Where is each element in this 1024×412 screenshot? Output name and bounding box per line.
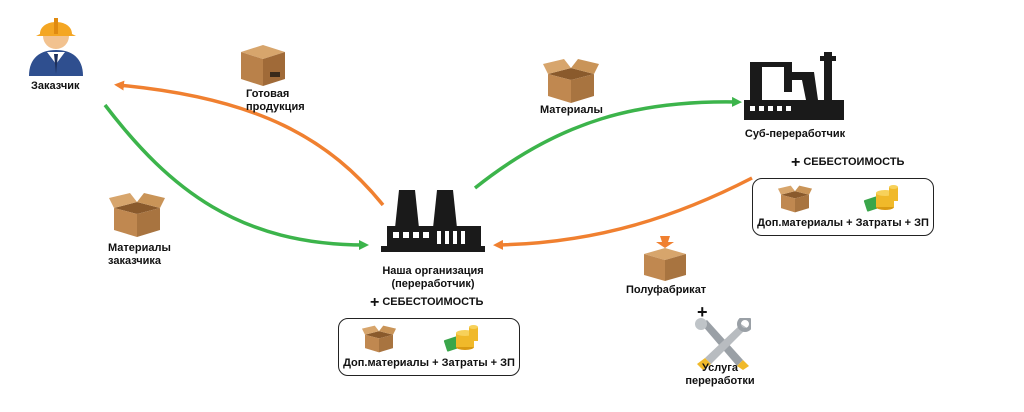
open-box-icon — [109, 193, 165, 237]
factory-icon — [381, 190, 485, 252]
plus-sign: + — [697, 302, 708, 322]
cost-main-title: +СЕБЕСТОИМОСТЬ — [370, 294, 484, 311]
cost-sub-title: +СЕБЕСТОИМОСТЬ — [791, 154, 905, 171]
customer-label: Заказчик — [31, 80, 80, 92]
open-box-icon — [361, 325, 397, 353]
arrow-finished-goods — [114, 80, 385, 207]
box-icon — [644, 236, 686, 281]
cost-main-formula: Доп.материалы + Затраты + ЗП — [343, 357, 515, 369]
factory-icon — [744, 52, 844, 120]
arrow-materials — [473, 96, 742, 190]
tools-icon — [695, 318, 751, 370]
open-box-icon — [777, 185, 813, 213]
coins-money-icon — [443, 325, 478, 352]
customer-person-icon — [29, 18, 83, 76]
semi-product-label: Полуфабрикат — [626, 284, 707, 296]
materials-label: Материалы — [540, 104, 603, 116]
cost-sub-formula: Доп.материалы + Затраты + ЗП — [757, 217, 929, 229]
open-box-icon — [543, 59, 599, 103]
our-org-label: Наша организация (переработчик) — [382, 265, 484, 290]
coins-money-icon — [863, 185, 898, 212]
cost-sub-box: Доп.материалы + Затраты + ЗП — [752, 178, 934, 236]
cost-main-box: Доп.материалы + Затраты + ЗП — [338, 318, 520, 376]
subprocessor-label: Суб-переработчик — [744, 128, 846, 140]
arrow-semi-product — [493, 176, 753, 250]
arrow-customer-materials — [103, 103, 369, 250]
finished-goods-label: Готовая продукция — [246, 88, 305, 113]
customer-materials-label: Материалы заказчика — [108, 242, 171, 267]
box-icon — [241, 45, 285, 86]
processing-service-label: Услуга переработки — [685, 362, 755, 387]
